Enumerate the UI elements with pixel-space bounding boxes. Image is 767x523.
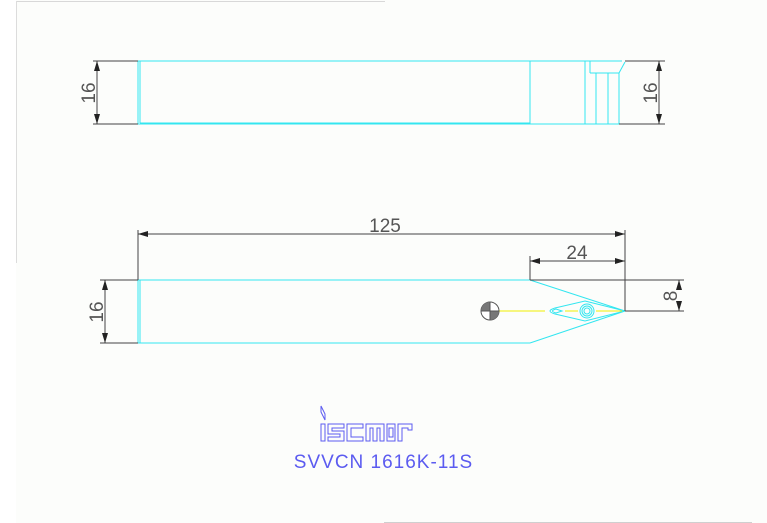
dim-label-tip-offset: 8 (661, 291, 682, 302)
iscar-logo (320, 405, 413, 442)
front-view-outline (137, 279, 626, 344)
dim-height (100, 279, 138, 344)
dim-overall-length (137, 230, 626, 311)
top-view: 16 16 (79, 60, 665, 125)
center-of-gravity-icon (480, 301, 500, 321)
dim-head-length (529, 256, 625, 280)
dim-tip-offset (530, 279, 684, 312)
product-code: SVVCN 1616K-11S (293, 452, 474, 473)
dim-label-top-right: 16 (641, 82, 662, 103)
dim-label-top-left: 16 (79, 82, 100, 103)
top-view-outline (137, 60, 626, 125)
drawing-sheet (16, 0, 767, 523)
sheet-border-top (17, 1, 385, 2)
top-view-dim-left (93, 60, 138, 125)
top-view-dim-right (619, 60, 665, 125)
front-view: 125 24 8 16 (87, 216, 684, 344)
sheet-border-left (16, 1, 17, 263)
dim-label-head-length: 24 (566, 243, 588, 264)
dim-label-height: 16 (87, 301, 108, 322)
dim-label-overall-length: 125 (369, 216, 401, 237)
